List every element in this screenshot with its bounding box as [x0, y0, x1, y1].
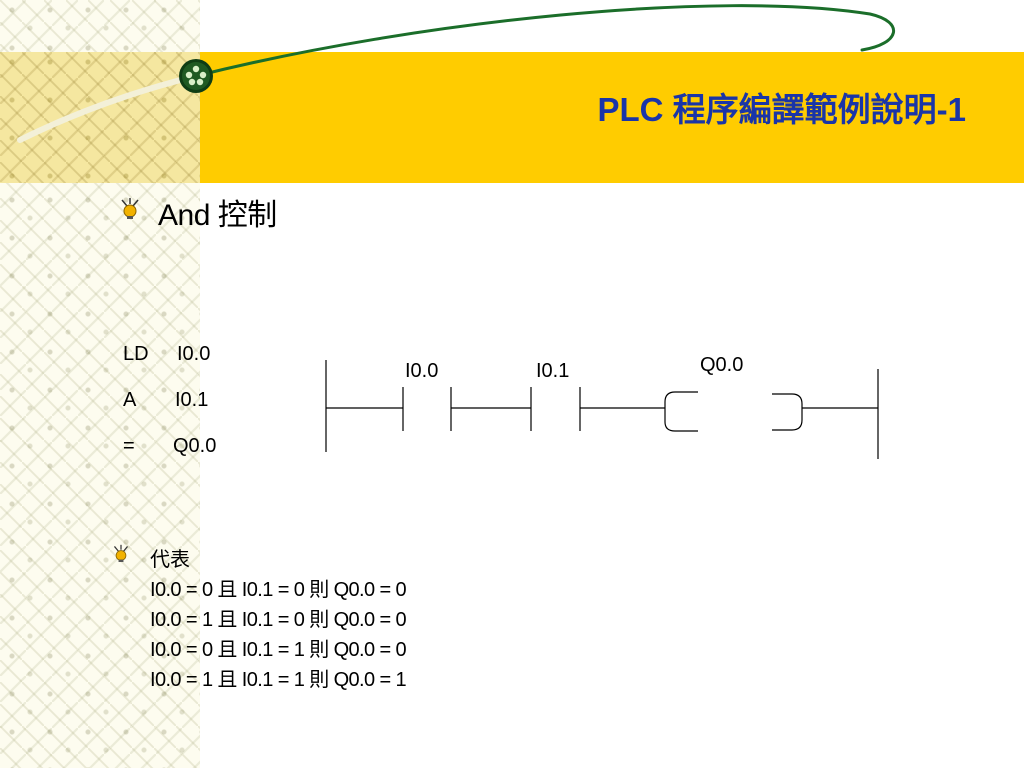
- truth-line-3: I0.0 = 0 且 I0.1 = 1 則 Q0.0 = 0: [150, 639, 407, 661]
- section-heading: And 控制: [158, 199, 277, 232]
- bulb-bullet-icon: [121, 198, 139, 219]
- coil-label-q00: Q0.0: [700, 354, 744, 376]
- green-orb-icon: [179, 59, 213, 93]
- coil-right-bracket: [772, 393, 803, 431]
- truth-line-4: I0.0 = 1 且 I0.1 = 1 則 Q0.0 = 1: [150, 669, 407, 691]
- code-operand-a: I0.1: [175, 389, 209, 411]
- slide-title: PLC 程序編譯範例說明-1: [597, 91, 966, 128]
- ladder-diagram: [325, 360, 879, 459]
- code-op-ld: LD: [123, 343, 149, 365]
- title-band-pattern: [0, 52, 200, 183]
- code-op-assign: =: [123, 435, 135, 457]
- contact-label-i01: I0.1: [536, 360, 570, 382]
- title-decoration: [17, 4, 895, 143]
- truth-line-1: I0.0 = 0 且 I0.1 = 0 則 Q0.0 = 0: [150, 579, 407, 601]
- truth-line-2: I0.0 = 1 且 I0.1 = 0 則 Q0.0 = 0: [150, 609, 407, 631]
- truth-title: 代表: [150, 549, 190, 571]
- code-op-a: A: [123, 389, 137, 411]
- code-operand-assign: Q0.0: [173, 435, 217, 457]
- light-swoosh: [17, 73, 199, 143]
- green-swoosh: [194, 4, 895, 78]
- contact-label-i00: I0.0: [405, 360, 439, 382]
- code-operand-ld: I0.0: [177, 343, 211, 365]
- bulb-bullet-icon: [113, 544, 129, 562]
- coil-left-bracket: [664, 391, 698, 432]
